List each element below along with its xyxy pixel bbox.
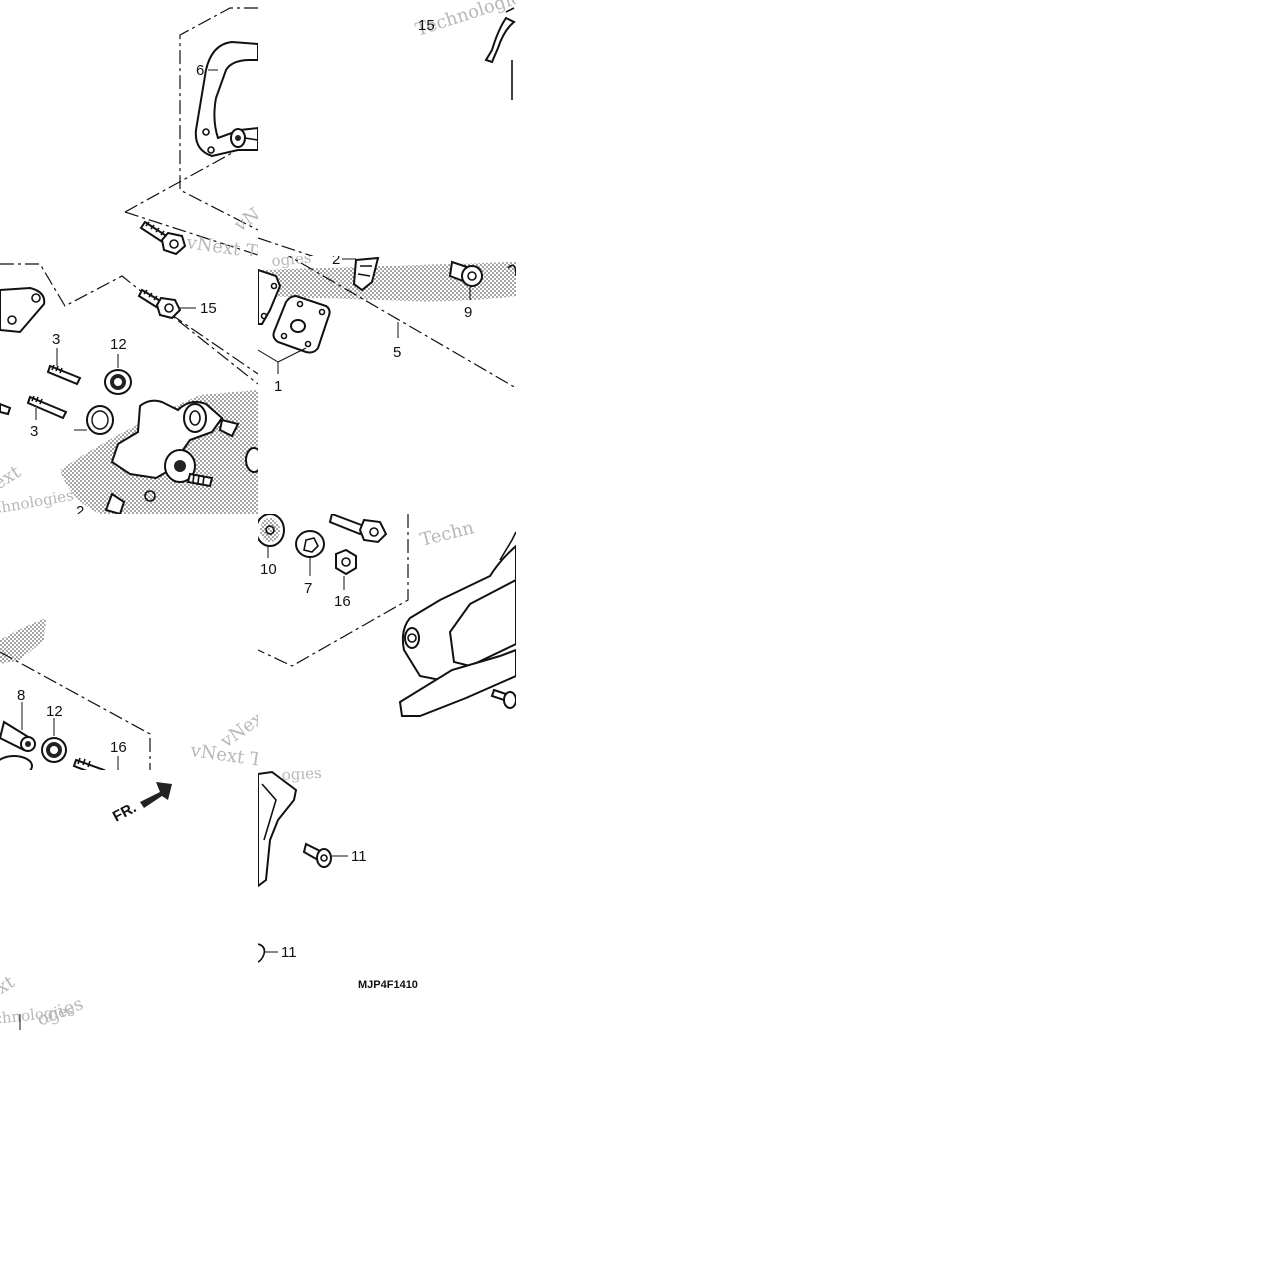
callout-13: 15 bbox=[200, 300, 217, 317]
callout-8: 8 bbox=[17, 687, 25, 704]
watermark-techn: Techn bbox=[418, 517, 476, 551]
screw-lower bbox=[490, 688, 516, 709]
knuckle-assembly bbox=[110, 399, 240, 502]
callout-14: 16 bbox=[110, 739, 127, 756]
oring-16 bbox=[86, 405, 114, 435]
callout-2: 2 bbox=[332, 251, 340, 268]
front-marker: FR. bbox=[110, 799, 139, 825]
bearing-11 bbox=[258, 514, 285, 547]
tile-middle-right: ogies 2 9 5 1 bbox=[258, 249, 516, 395]
nut-15 bbox=[335, 548, 357, 576]
collar-8 bbox=[0, 720, 36, 752]
callout-10-lower: 12 bbox=[46, 703, 63, 720]
callout-15: 16 bbox=[334, 593, 351, 610]
watermark-ext-bottom: ext bbox=[0, 971, 19, 1004]
watermark-ext-middle: ext bbox=[0, 461, 25, 494]
callout-10-upper: 12 bbox=[110, 336, 127, 353]
callout-12: 11 bbox=[351, 848, 367, 865]
front-arrow: FR. bbox=[110, 782, 172, 826]
tile-top-left: 6 vNext Tec vNext bbox=[124, 7, 288, 266]
diagram-code: MJP4F1410 bbox=[358, 979, 418, 991]
pad-1 bbox=[258, 268, 331, 354]
pin-3-lower bbox=[26, 395, 68, 420]
flange-bolt-13 bbox=[137, 288, 182, 320]
bolt-14 bbox=[72, 757, 106, 770]
callout-3-lower: 3 bbox=[30, 423, 38, 440]
callout-3-upper: 3 bbox=[52, 331, 60, 348]
tile-row3-left: 8 12 16 vNext Tec vNext bbox=[0, 618, 274, 770]
collar-7 bbox=[295, 530, 325, 558]
callout-1: 1 bbox=[274, 378, 282, 395]
grommet-9 bbox=[448, 260, 483, 287]
callout-5: 5 bbox=[393, 344, 401, 361]
watermark-chnologies-middle: chnologies bbox=[0, 486, 75, 518]
watermark-chnologies-bottom: chnologies bbox=[0, 1002, 76, 1028]
bushing-10-lower bbox=[41, 737, 67, 763]
watermark-ogies: ogies bbox=[271, 249, 312, 270]
flange-bolt-upper bbox=[328, 514, 388, 544]
tile-top-right: Technologies 15 bbox=[258, 0, 516, 256]
screw-12 bbox=[302, 842, 332, 868]
tile-middle-left: 15 3 3 12 bbox=[0, 263, 258, 520]
watermark-brand-rotated: vNext bbox=[230, 188, 288, 237]
callout-6: 6 bbox=[196, 62, 204, 79]
watermark-brand-lower-rotated: vNext bbox=[216, 704, 274, 753]
callout-11: 10 bbox=[260, 561, 277, 578]
watermark-brand: vNext Tec bbox=[184, 232, 278, 266]
watermark-ogies-bottom-right: ogies bbox=[281, 764, 322, 784]
callout-2-middle: 2 bbox=[76, 503, 84, 520]
callout-13-top: 15 bbox=[418, 17, 435, 34]
tile-bottom-right: ogies 11 11 MJP4F1410 bbox=[258, 764, 418, 991]
bushing-10-upper bbox=[104, 369, 132, 395]
pin-3-upper bbox=[46, 364, 82, 386]
flange-bolt-13-top bbox=[139, 220, 187, 256]
callout-9: 9 bbox=[464, 304, 472, 321]
callout-12-lower: 11 bbox=[281, 944, 297, 961]
tile-bottom-left: FR. ext ogies chnologies bbox=[0, 782, 172, 1030]
callout-7: 7 bbox=[304, 580, 312, 597]
guard-cover bbox=[398, 531, 516, 717]
tile-row3-right: Techn 10 7 16 bbox=[258, 514, 516, 717]
